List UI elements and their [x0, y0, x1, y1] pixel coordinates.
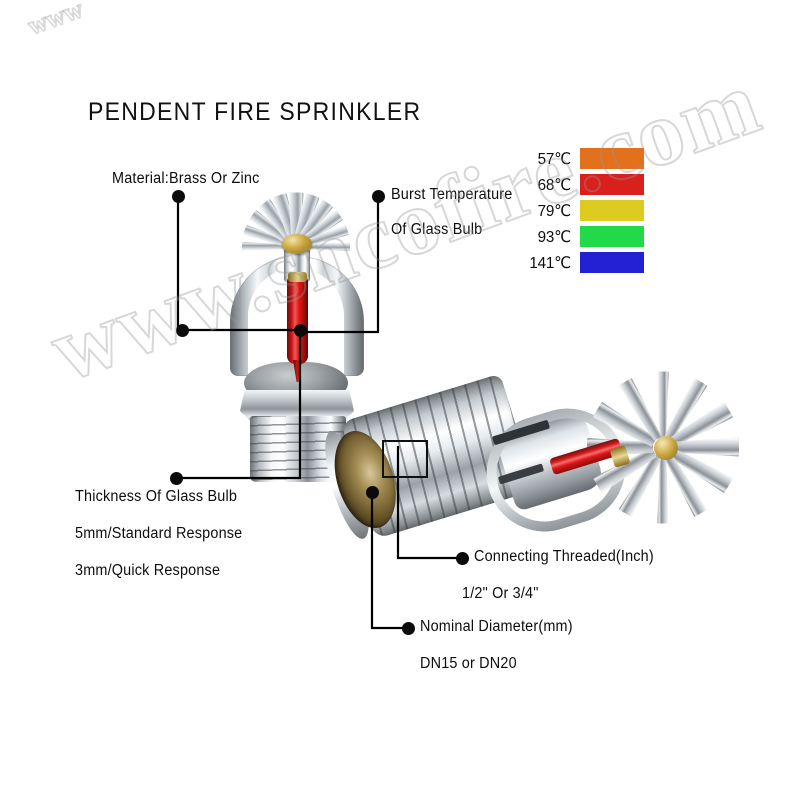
callout-thread-line2: 1/2" Or 3/4"	[462, 585, 539, 602]
leader-dot-thickness	[170, 472, 183, 485]
callout-diameter: Nominal Diameter(mm)	[420, 618, 573, 635]
deflector-blade	[304, 241, 350, 251]
legend-color-swatch	[580, 174, 644, 195]
callout-thickness: Thickness Of Glass Bulb	[75, 488, 238, 505]
legend-color-swatch	[580, 148, 644, 169]
legend-row: 93℃	[523, 224, 644, 249]
deflector-upright	[196, 212, 396, 286]
bulb-cap-upright	[288, 272, 307, 282]
legend-color-swatch	[580, 200, 644, 221]
callout-material: Material:Brass Or Zinc	[112, 170, 260, 187]
legend-temperature-label: 141℃	[529, 254, 571, 272]
legend-temperature-label: 68℃	[537, 176, 572, 194]
pendent-sprinkler-angled	[316, 352, 739, 562]
leader-dot-anchor-material	[176, 324, 189, 337]
temperature-legend: 57℃ 68℃ 79℃ 93℃ 141℃	[523, 146, 644, 276]
deflector-blade	[673, 437, 739, 457]
leader-dot-anchor-bulb	[294, 324, 307, 337]
page-title: PENDENT FIRE SPRINKLER	[88, 98, 422, 126]
deflector-angled	[588, 372, 739, 522]
legend-temperature-label: 93℃	[537, 228, 572, 246]
deflector-hub-angled	[654, 436, 678, 460]
glass-bulb-tip-upright	[293, 360, 302, 382]
legend-temperature-label: 57℃	[537, 150, 572, 168]
legend-row: 141℃	[523, 250, 644, 275]
callout-thickness-line3: 3mm/Quick Response	[75, 562, 221, 579]
legend-row: 79℃	[523, 198, 644, 223]
deflector-hub-upright	[282, 234, 312, 254]
legend-row: 57℃	[523, 146, 644, 171]
legend-row: 68℃	[523, 172, 644, 197]
leader-dot-burst	[372, 190, 385, 203]
leader-dot-thread	[456, 552, 469, 565]
legend-color-swatch	[580, 252, 644, 273]
glass-bulb-upright	[287, 278, 308, 364]
callout-burst-temp-line2: Of Glass Bulb	[391, 221, 483, 238]
callout-thickness-line2: 5mm/Standard Response	[75, 525, 243, 542]
callout-diameter-line2: DN15 or DN20	[420, 655, 517, 672]
thread-annotation-box-upright	[382, 440, 428, 478]
callout-thread: Connecting Threaded(Inch)	[474, 548, 654, 565]
legend-temperature-label: 79℃	[537, 202, 572, 220]
leader-dot-material	[172, 190, 185, 203]
leader-dot-diameter	[402, 622, 415, 635]
leader-dot-bore	[366, 486, 379, 499]
callout-burst-temp: Burst Temperature	[391, 186, 513, 203]
pendent-sprinkler-upright	[196, 212, 396, 482]
legend-color-swatch	[580, 226, 644, 247]
